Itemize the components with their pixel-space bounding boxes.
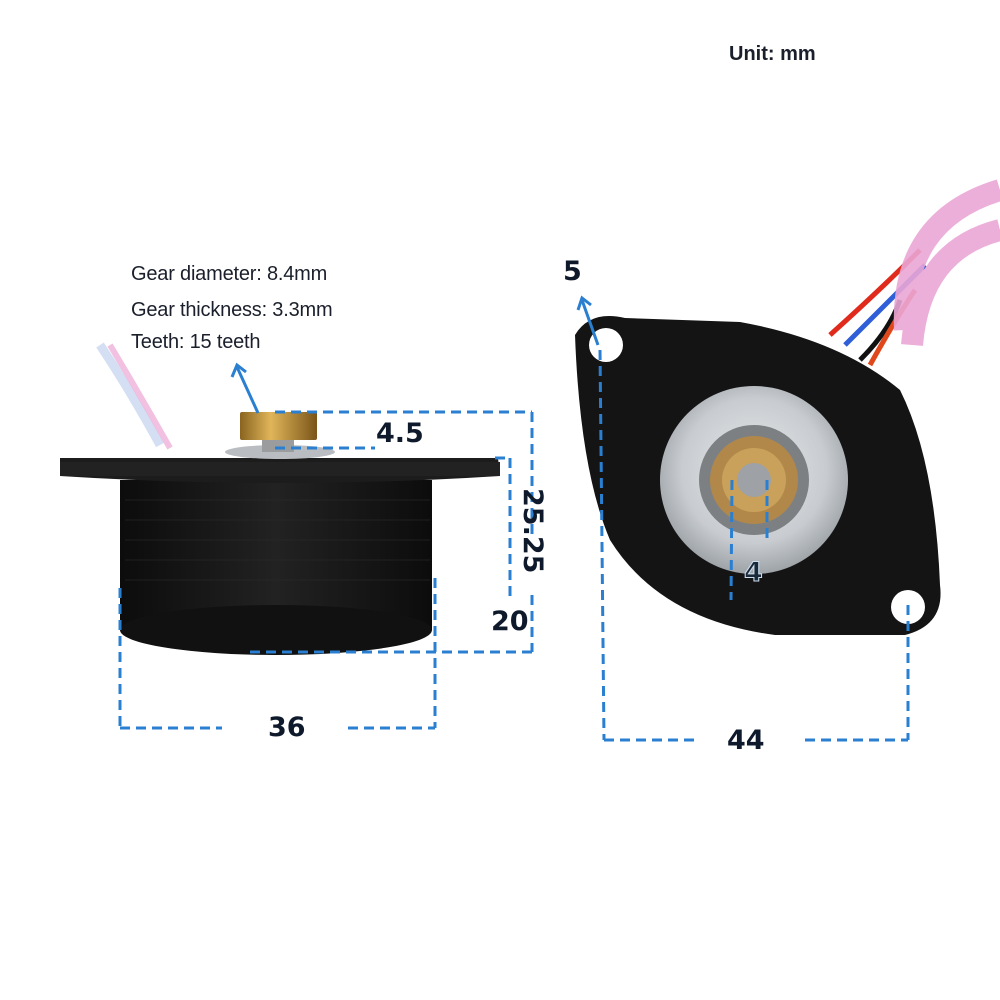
dim-mount-hole: 5 (563, 256, 582, 287)
gear-teeth-spec: Teeth: 15 teeth (131, 331, 261, 353)
dim-gear-height: 4.5 (376, 418, 424, 449)
dimension-lines (118, 349, 910, 742)
pointer-arrows (230, 295, 600, 414)
dim-body-diameter: 36 (268, 712, 306, 743)
unit-label: Unit: mm (729, 43, 816, 65)
gear-diameter-spec: Gear diameter: 8.4mm (131, 263, 328, 285)
side-view-motor (60, 342, 500, 655)
dim-body-height: 20 (491, 606, 529, 637)
dim-mount-span: 44 (727, 725, 765, 756)
dim-shaft: 4 (744, 557, 764, 589)
gear-thickness-spec: Gear thickness: 3.3mm (131, 299, 333, 321)
front-view-motor (575, 179, 1000, 635)
dim-total-height: 25.25 (517, 488, 548, 574)
